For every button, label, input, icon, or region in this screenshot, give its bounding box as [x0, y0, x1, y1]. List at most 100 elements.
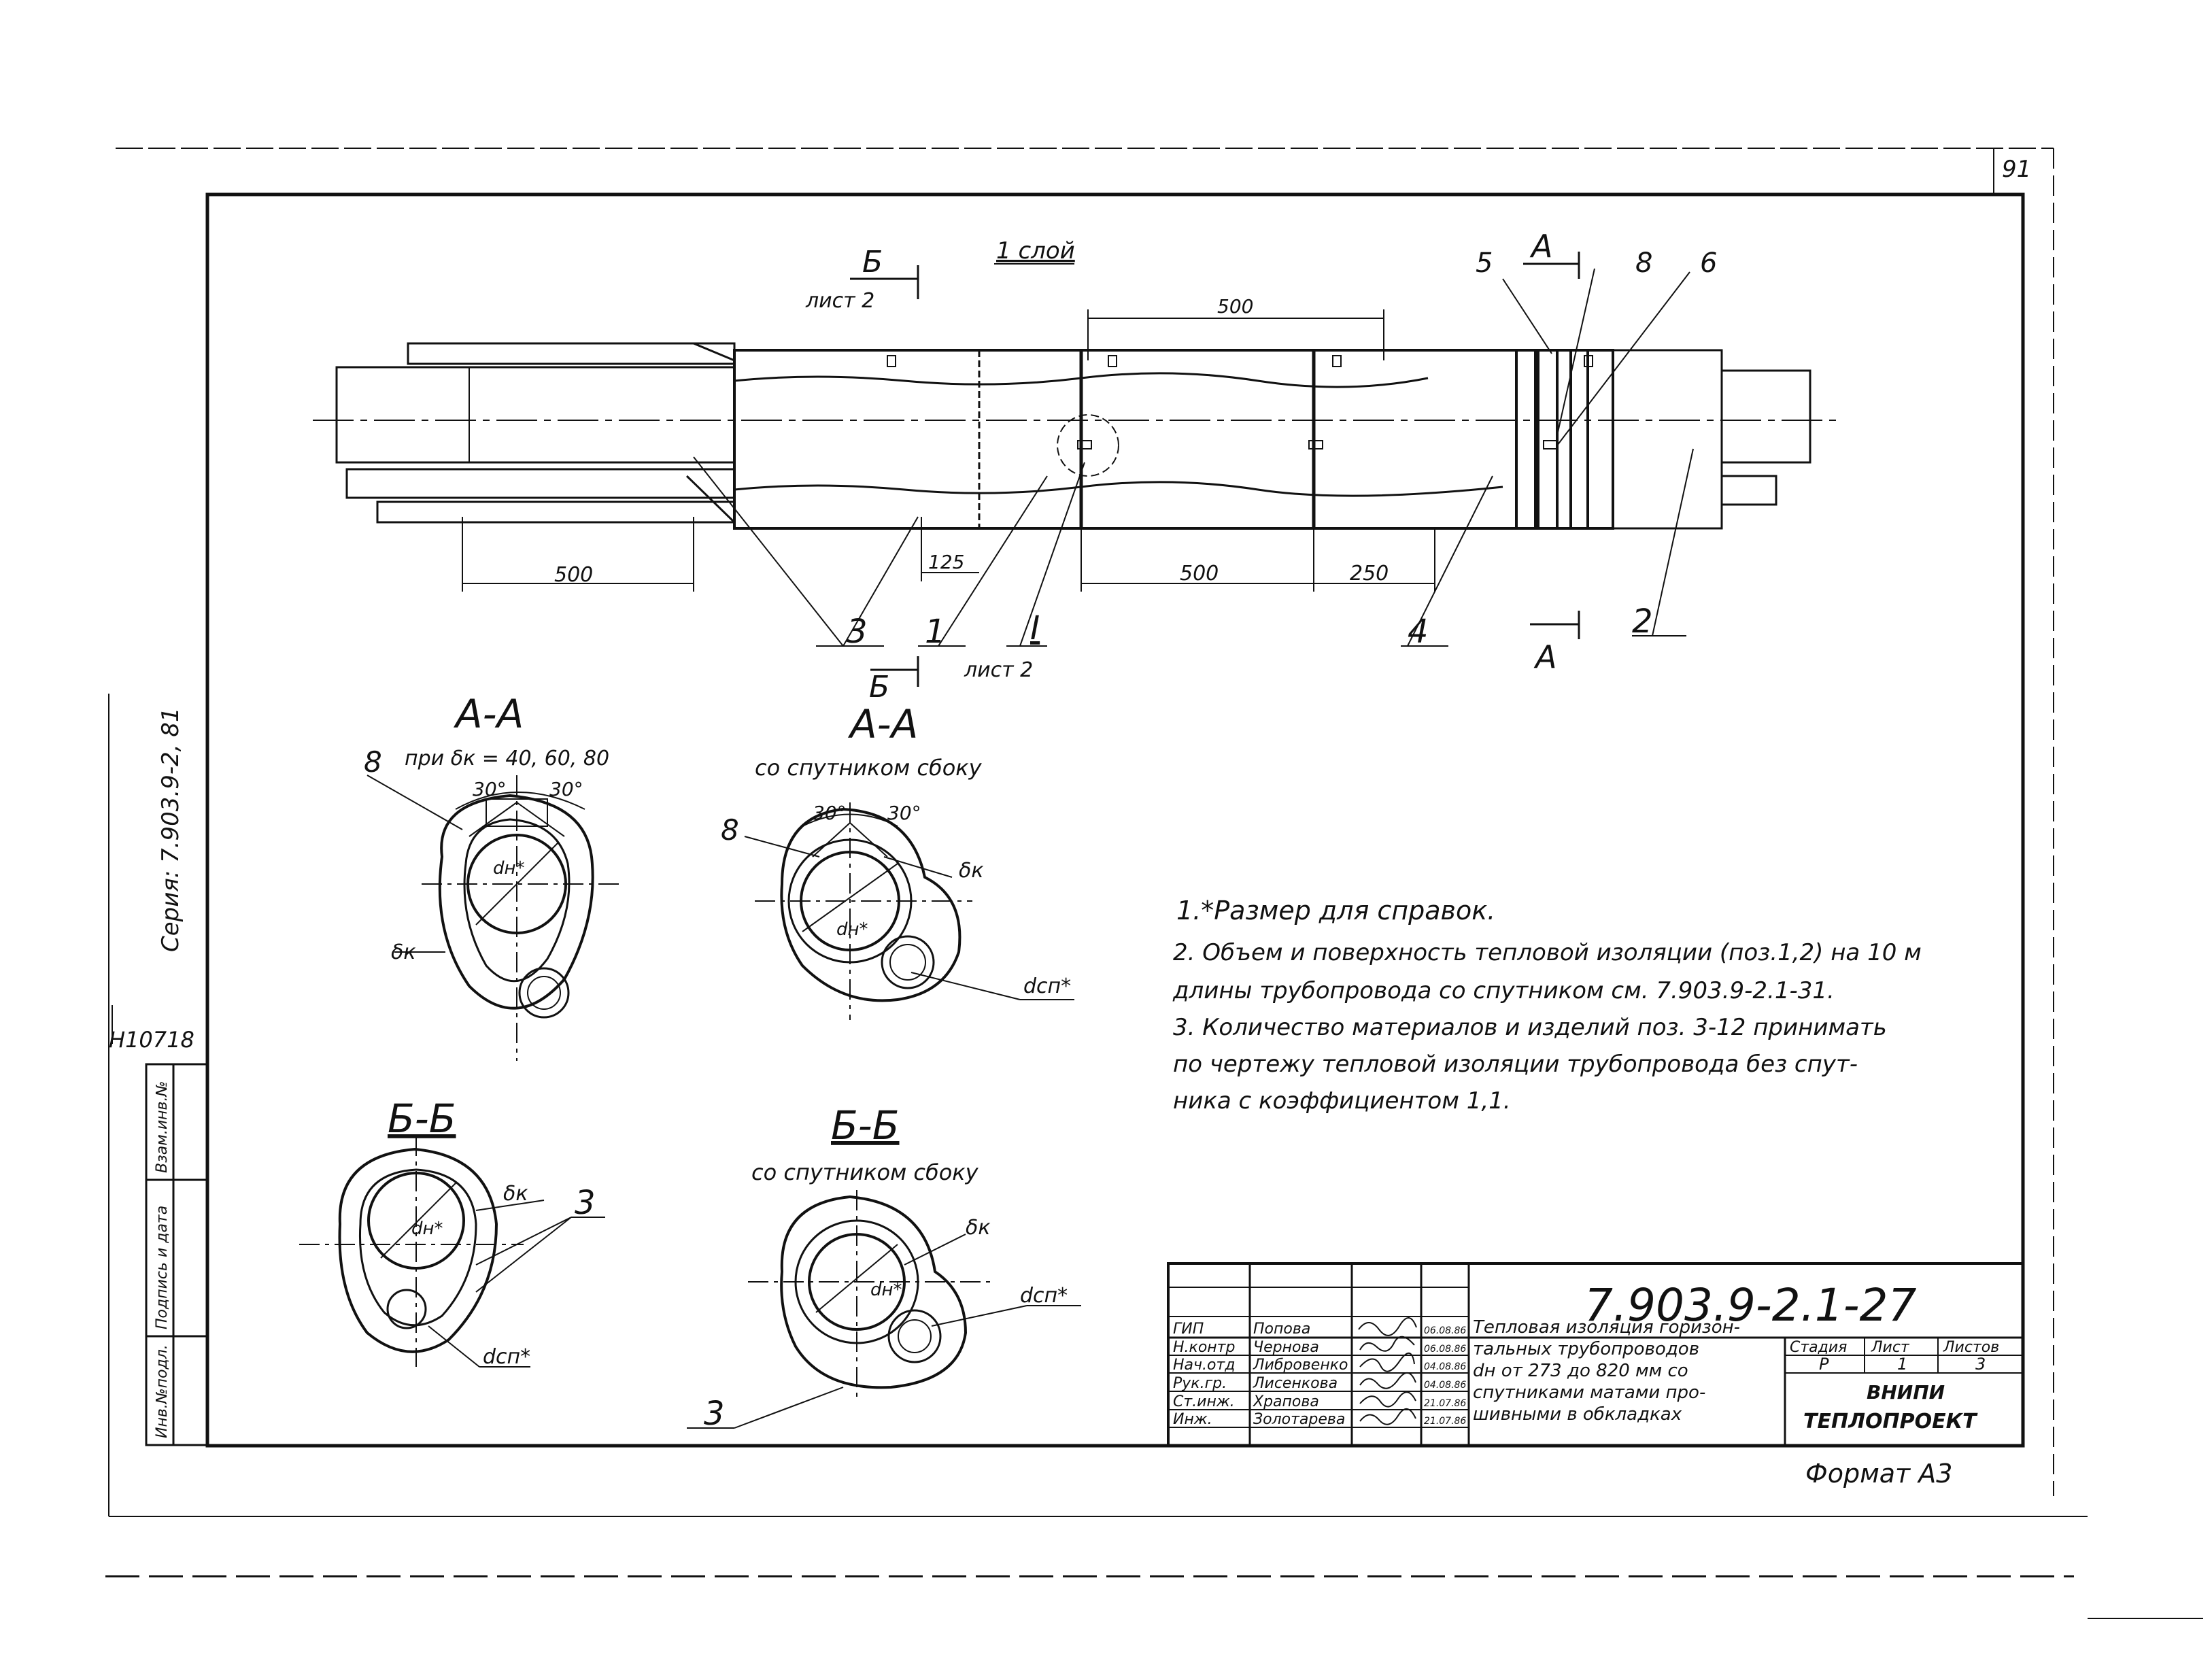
section-aa2-callout-8: 8 — [721, 813, 739, 847]
title-block — [1167, 1262, 2024, 1447]
note-line-5: по чертежу тепловой изоляции трубопровод… — [1173, 1051, 1858, 1078]
note-line-6: ника с коэффициентом 1,1. — [1173, 1087, 1511, 1115]
tb-role-1: Н.контр — [1173, 1339, 1235, 1356]
series-label: Серия: 7.903.9-2, 81 — [157, 707, 184, 952]
section-bb1-title: Б-Б — [388, 1096, 456, 1142]
callout-5: 5 — [1476, 248, 1493, 279]
callout-3: 3 — [847, 613, 868, 651]
tb-name-4: Храпова — [1253, 1393, 1319, 1410]
section-aa1-angle-left: 30° — [473, 778, 507, 800]
tb-date-1: 06.08.86 — [1424, 1344, 1466, 1355]
signatures — [1358, 1317, 1417, 1425]
margin-stamp-cells — [145, 1063, 209, 1446]
tb-sheets: 3 — [1975, 1355, 1986, 1374]
note-line-1: 1.*Размер для справок. — [1176, 896, 1495, 926]
tb-name-5: Золотарева — [1253, 1411, 1345, 1428]
section-aa2-dsp: dсп* — [1023, 974, 1071, 998]
tb-sheets-label: Листов — [1943, 1339, 1999, 1356]
section-b-mark-top: Б — [862, 245, 883, 279]
section-aa1-dk: δк — [391, 940, 415, 964]
callout-2: 2 — [1632, 602, 1653, 641]
section-bb2-subtitle: со спутником сбоку — [751, 1159, 979, 1185]
section-aa1-dn: dн* — [493, 858, 525, 879]
section-aa-1 — [367, 775, 619, 1061]
note-line-3: длины трубопровода со спутником см. 7.90… — [1172, 977, 1835, 1004]
inventory-number: Н10718 — [109, 1027, 194, 1053]
tb-role-3: Рук.гр. — [1173, 1375, 1227, 1392]
section-aa1-subtitle: при δк = 40, 60, 80 — [405, 747, 609, 770]
section-bb-2 — [687, 1190, 1081, 1429]
tb-org-2: ТЕПЛОПРОЕКТ — [1803, 1410, 1978, 1433]
callout-4: 4 — [1408, 613, 1429, 651]
dim-500-left: 500 — [554, 563, 593, 587]
margin-cell-inv: Инв.№подл. — [154, 1344, 171, 1438]
section-aa2-dk: δк — [959, 859, 983, 883]
doc-code: 7.903.9-2.1-27 — [1584, 1279, 1917, 1331]
tb-sheet: 1 — [1897, 1355, 1907, 1374]
section-b-mark-bottom: Б — [869, 670, 889, 704]
tb-desc-0: Тепловая изоляция горизон- — [1473, 1317, 1740, 1338]
section-a-mark-top: А — [1529, 228, 1552, 265]
detail-mark: I — [1030, 609, 1040, 647]
section-bb2-dn: dн* — [870, 1280, 902, 1300]
section-bb2-title: Б-Б — [831, 1102, 900, 1149]
tb-name-2: Либровенко — [1253, 1357, 1348, 1374]
section-bb1-callout-3: 3 — [575, 1184, 596, 1222]
tb-role-2: Нач.отд — [1173, 1357, 1236, 1374]
notes-block: 1.*Размер для справок. 2. Объем и поверх… — [1172, 896, 1922, 1115]
dim-500-top: 500 — [1217, 295, 1253, 318]
page-number: 91 — [2002, 156, 2031, 183]
tb-date-4: 21.07.86 — [1424, 1398, 1466, 1409]
tb-date-5: 21.07.86 — [1424, 1416, 1466, 1427]
tb-stage: Р — [1819, 1355, 1829, 1374]
tb-sheet-label: Лист — [1871, 1339, 1910, 1356]
callout-6: 6 — [1700, 248, 1717, 279]
section-aa1-angle-right: 30° — [549, 778, 583, 800]
margin-cell-sign: Подпись и дата — [154, 1206, 171, 1329]
sheet-border — [105, 148, 2203, 1619]
margin-cell-replace: Взам.инв.№ — [154, 1081, 171, 1173]
section-bb1-dsp: dсп* — [483, 1345, 530, 1369]
tb-desc-3: спутниками матами про- — [1473, 1382, 1705, 1403]
tb-role-0: ГИП — [1173, 1321, 1204, 1338]
section-aa2-subtitle: со спутником сбоку — [755, 755, 983, 781]
tb-name-0: Попова — [1253, 1321, 1310, 1338]
tb-desc-2: dн от 273 до 820 мм со — [1473, 1361, 1688, 1381]
section-aa2-dn: dн* — [836, 919, 868, 940]
tb-date-3: 04.08.86 — [1424, 1380, 1466, 1391]
section-aa2-angle-right: 30° — [887, 802, 921, 824]
tb-desc-4: шивными в обкладках — [1473, 1404, 1682, 1425]
tb-stage-label: Стадия — [1790, 1339, 1847, 1356]
section-a-mark-bottom: А — [1533, 639, 1556, 675]
tb-date-0: 06.08.86 — [1424, 1325, 1466, 1336]
detail-sheet: лист 2 — [964, 658, 1033, 682]
section-aa1-title: А-А — [453, 691, 524, 737]
section-bb-1 — [299, 1136, 605, 1368]
tb-role-4: Ст.инж. — [1173, 1393, 1235, 1410]
tb-desc-1: тальных трубопроводов — [1473, 1339, 1699, 1359]
pipe-longitudinal-view — [313, 252, 1836, 687]
tb-org-1: ВНИПИ — [1867, 1381, 1945, 1404]
callout-1: 1 — [925, 613, 946, 651]
tb-name-1: Чернова — [1253, 1339, 1319, 1356]
section-bb1-dk: δк — [503, 1182, 528, 1206]
callout-8: 8 — [1635, 248, 1652, 279]
section-b-sheet-top: лист 2 — [805, 289, 874, 313]
section-bb1-dn: dн* — [411, 1219, 443, 1239]
section-bb2-dk: δк — [966, 1216, 990, 1240]
dim-125: 125 — [928, 551, 964, 573]
dim-500-mid: 500 — [1180, 562, 1219, 585]
section-bb2-dsp: dсп* — [1020, 1284, 1068, 1308]
section-aa-2 — [744, 802, 1074, 1020]
section-aa1-callout-8: 8 — [364, 745, 382, 779]
section-aa2-angle-left: 30° — [813, 802, 847, 824]
format-label: Формат А3 — [1805, 1459, 1952, 1489]
section-bb2-callout-3: 3 — [704, 1395, 725, 1433]
tb-name-3: Лисенкова — [1253, 1375, 1338, 1392]
note-line-2: 2. Объем и поверхность тепловой изоляции… — [1173, 939, 1922, 966]
note-line-4: 3. Количество материалов и изделий поз. … — [1173, 1014, 1887, 1041]
layer-label: 1 слой — [996, 237, 1075, 265]
section-aa2-title: А-А — [847, 701, 918, 747]
dim-250: 250 — [1350, 562, 1389, 585]
